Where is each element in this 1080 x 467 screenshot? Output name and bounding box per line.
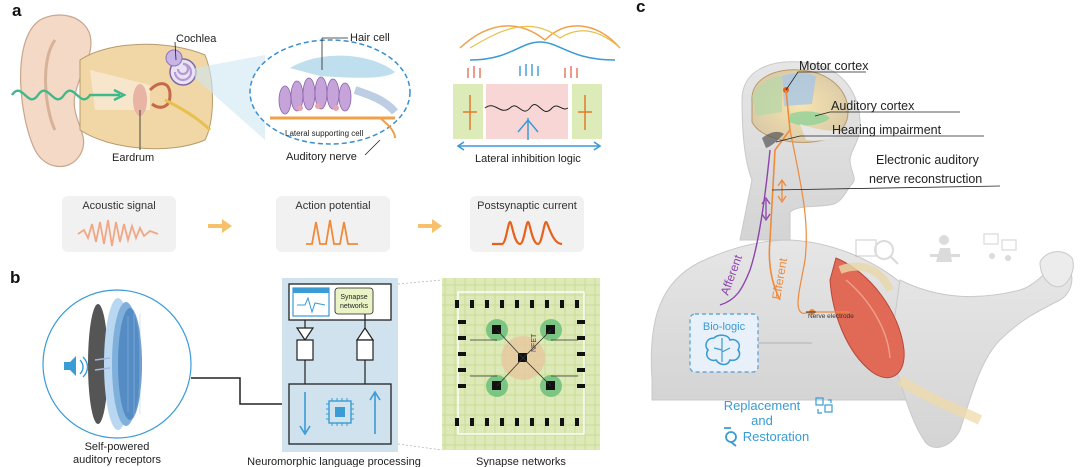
label-hair-cell: Hair cell xyxy=(350,32,390,44)
panel-b: b Self-powered auditory receptors Synaps… xyxy=(10,268,600,467)
afferent-path xyxy=(719,149,771,306)
replacement-icon xyxy=(815,397,833,414)
person-desk-icon xyxy=(930,235,960,262)
label-lateral-supporting-cell: Lateral supporting cell xyxy=(285,129,363,138)
restoration-icon xyxy=(724,427,737,447)
signal-label-postsynaptic: Postsynaptic current xyxy=(477,200,577,212)
synapse-network-chip: NFET xyxy=(442,278,600,450)
bio-logic-box: Bio-logic xyxy=(689,313,759,373)
signal-label-acoustic: Acoustic signal xyxy=(82,200,155,212)
label-cochlea: Cochlea xyxy=(176,33,217,45)
label-bio-logic: Bio-logic xyxy=(703,321,746,333)
text-restoration: Restoration xyxy=(743,429,809,444)
label-hearing-impairment: Hearing impairment xyxy=(832,123,942,137)
panel-a: a Cochlea Eardrum xyxy=(11,1,621,252)
signal-box-action-potential: Action potential xyxy=(276,196,390,252)
panel-b-letter: b xyxy=(10,268,20,287)
label-auditory-cortex: Auditory cortex xyxy=(831,99,915,113)
signal-label-action-potential: Action potential xyxy=(295,200,370,212)
organ-of-corti-inset xyxy=(249,39,411,145)
panel-a-letter: a xyxy=(12,1,22,20)
human-figure xyxy=(650,61,1074,448)
collaboration-icon xyxy=(983,233,1017,261)
double-arrow-icon xyxy=(761,196,771,222)
label-eanr-line1: Electronic auditory xyxy=(876,153,980,167)
efferent-path xyxy=(768,89,791,301)
speaker-icon xyxy=(64,356,89,378)
caption-receptors-line1: Self-powered xyxy=(85,441,150,453)
label-eanr-line2: nerve reconstruction xyxy=(869,172,982,186)
sound-wave-arrows xyxy=(94,357,111,371)
caption-processing: Neuromorphic language processing xyxy=(247,456,421,467)
label-motor-cortex: Motor cortex xyxy=(799,59,869,73)
zoom-lines xyxy=(397,279,443,451)
caption-receptors-line2: auditory receptors xyxy=(73,454,162,466)
arrow-icon xyxy=(418,219,442,233)
analysis-icon xyxy=(855,239,899,265)
signal-wire xyxy=(191,377,290,405)
panel-c: c xyxy=(636,0,1074,448)
brain-icon xyxy=(705,334,741,366)
auditory-receptor-illustration xyxy=(42,289,192,439)
chip-label: NFET xyxy=(531,333,538,352)
arrow-icon xyxy=(208,219,232,233)
magnification-cone xyxy=(195,55,265,140)
lateral-inhibition-schematic xyxy=(453,25,621,151)
signal-box-postsynaptic: Postsynaptic current xyxy=(470,196,584,252)
neuromorphic-processing-unit: Synapse networks xyxy=(282,278,398,452)
window-label-line1: Synapse xyxy=(340,294,367,301)
text-and: and xyxy=(751,413,773,428)
panel-c-letter: c xyxy=(636,0,645,16)
caption-synapse: Synapse networks xyxy=(476,456,566,467)
chip-icon xyxy=(326,398,354,426)
background-icons xyxy=(855,233,1017,265)
window-label-line2: networks xyxy=(340,303,369,310)
label-eardrum: Eardrum xyxy=(112,152,154,164)
label-auditory-nerve: Auditory nerve xyxy=(286,151,357,163)
text-replacement: Replacement xyxy=(724,398,801,413)
label-nerve-electrode: Nerve electrode xyxy=(808,313,854,320)
label-lateral-inhibition: Lateral inhibition logic xyxy=(475,153,581,165)
ear-implant-icon xyxy=(762,131,784,148)
signal-box-acoustic: Acoustic signal xyxy=(62,196,176,252)
